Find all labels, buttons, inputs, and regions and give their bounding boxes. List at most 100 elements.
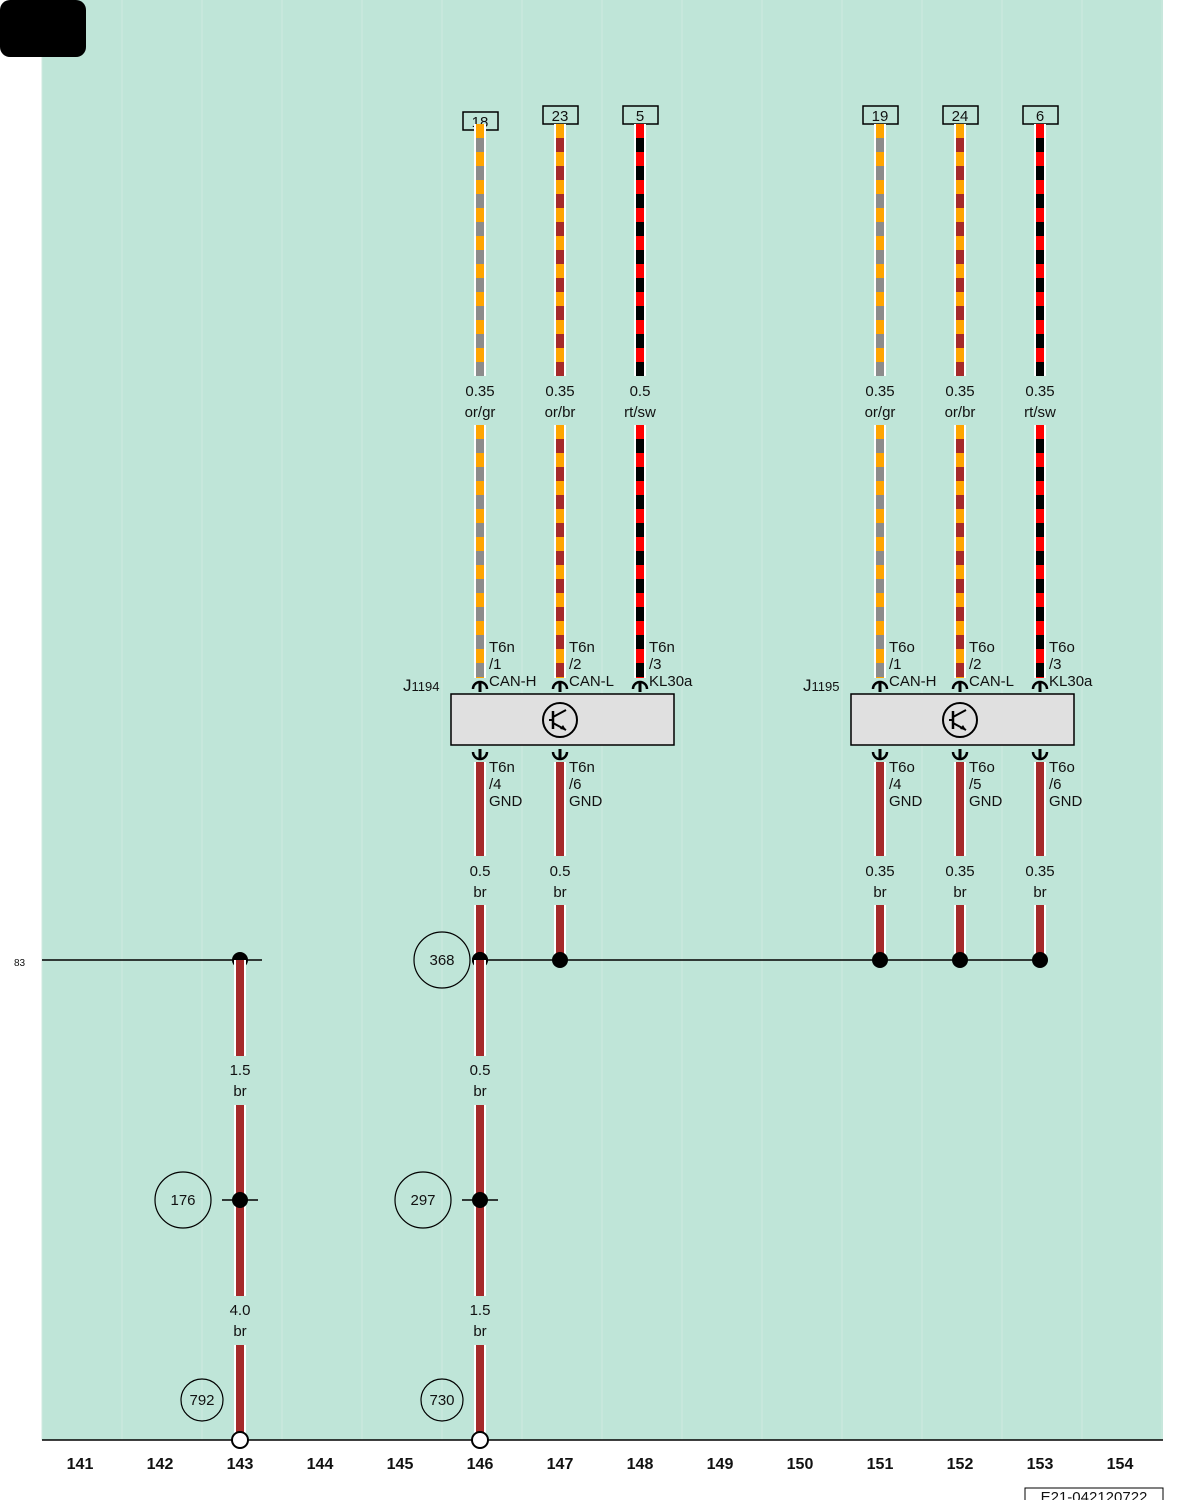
ground-wire-lower [474,1345,486,1434]
wire-gauge-label: 0.35 [1025,383,1054,400]
pin-signal: GND [1049,793,1083,810]
ground-point [180,1378,224,1422]
column-number: 148 [627,1456,654,1473]
pin-signal: KL30a [649,673,693,690]
wire-gauge-label: 1.5 [470,1302,491,1319]
module-label: J1194 [403,676,439,695]
wire-color-label: br [953,884,966,901]
column-number: 150 [787,1456,814,1473]
connector-bottom [1031,749,1049,761]
module-code: J [803,676,812,695]
transistor-symbol-icon [542,702,578,738]
pin-connector: T6o [1049,759,1075,776]
splice-point-label: 297 [410,1192,435,1209]
splice-dot [232,1192,248,1208]
wire-j1195-gnd-upper [1034,762,1046,856]
wire-j1195-top-upper [874,124,886,376]
pin-connector: T6n [489,759,515,776]
wire-gauge-label: 0.35 [1025,863,1054,880]
wire-j1195-top-lower [954,425,966,678]
diagram-id: E21-042120722 [1041,1489,1148,1500]
ground-terminal-icon [231,1431,249,1449]
pin-number: /6 [569,776,582,793]
ground-terminal-icon [471,1431,489,1449]
wire-j1194-top-lower [554,425,566,678]
module-number: 1194 [412,679,440,694]
icon-arrow [560,725,566,730]
wire-color-label: or/br [545,404,576,421]
ground-bus-ref: 83 [14,958,26,969]
pin-connector: T6o [969,639,995,656]
pin-connector: T6n [569,759,595,776]
icon-collector [552,709,567,718]
ground-wire-lower [234,1345,246,1434]
connector-bottom [871,749,889,761]
wire-gauge-label: 0.35 [545,383,574,400]
connector-top [551,680,569,692]
column-number: 149 [707,1456,734,1473]
pin-number: /2 [969,656,982,673]
pin-signal: GND [889,793,923,810]
wire-j1194-top-upper [554,124,566,376]
column-number: 146 [467,1456,494,1473]
wire-j1195-top-upper [954,124,966,376]
connector-top [871,680,889,692]
pin-connector: T6n [489,639,515,656]
wire-color-label: br [873,884,886,901]
pin-number: /6 [1049,776,1062,793]
pin-signal: GND [489,793,523,810]
column-number: 142 [147,1456,174,1473]
connector-bottom [951,749,969,761]
wire-gauge-label: 1.5 [230,1062,251,1079]
wire-gauge-label: 0.35 [945,383,974,400]
connector-top [631,680,649,692]
ground-connection-368 [413,931,471,989]
terminal-number: 19 [872,108,889,125]
pin-signal: CAN-L [569,673,614,690]
page-tab-marker [0,0,86,57]
terminal-number: 23 [552,108,569,125]
pin-connector: T6n [649,639,675,656]
pin-connector: T6n [569,639,595,656]
column-number: 154 [1107,1456,1134,1473]
ground-wire-upper [234,960,246,1056]
wire-color-label: rt/sw [624,404,656,421]
wire-j1194-top-upper [474,124,486,376]
pin-signal: KL30a [1049,673,1093,690]
wire-gauge-label: 0.35 [865,383,894,400]
column-number: 152 [947,1456,974,1473]
pin-signal: CAN-H [889,673,937,690]
wire-j1195-gnd-upper [874,762,886,856]
ground-wire-upper [474,960,486,1056]
wire-j1194-top-lower [634,425,646,678]
icon-collector [952,709,967,718]
pin-number: /1 [489,656,502,673]
wire-j1194-top-lower [474,425,486,678]
pin-number: /5 [969,776,982,793]
wire-color-label: br [1033,884,1046,901]
ground-point [420,1378,464,1422]
transistor-symbol-icon [942,702,978,738]
splice-dot [472,1192,488,1208]
pin-connector: T6o [889,639,915,656]
connector-top [471,680,489,692]
pin-number: /2 [569,656,582,673]
connector-bottom [471,749,489,761]
column-number: 141 [67,1456,94,1473]
wire-gauge-label: 0.35 [465,383,494,400]
wire-color-label: br [553,884,566,901]
connector-bottom [551,749,569,761]
pin-number: /4 [489,776,502,793]
wire-color-label: or/br [945,404,976,421]
wire-gauge-label: 0.5 [630,383,651,400]
pin-signal: GND [969,793,1003,810]
terminal-number: 24 [952,108,969,125]
splice-point [154,1171,212,1229]
wire-color-label: rt/sw [1024,404,1056,421]
column-number: 145 [387,1456,414,1473]
pin-signal: CAN-L [969,673,1014,690]
module-code: J [403,676,412,695]
wire-color-label: br [473,1323,486,1340]
